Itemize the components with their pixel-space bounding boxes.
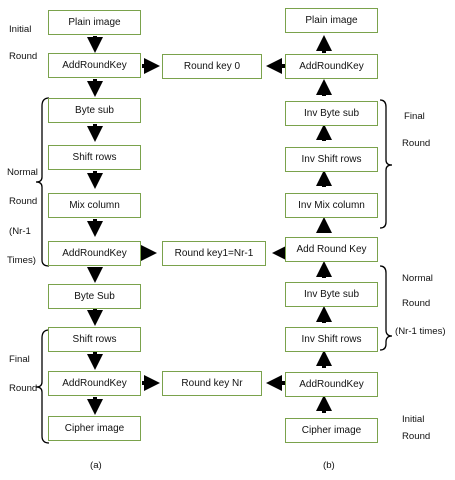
left-times-label: Times) bbox=[7, 255, 36, 266]
right-add-round-key-box: Add Round Key bbox=[285, 237, 378, 262]
right-nr-times-label: (Nr-1 times) bbox=[395, 326, 446, 337]
right-addroundkey-box: AddRoundKey bbox=[285, 372, 378, 397]
left-shift-rows-box: Shift rows bbox=[48, 145, 141, 170]
left-shift-rows-box: Shift rows bbox=[48, 327, 141, 352]
caption-a: (a) bbox=[90, 460, 102, 471]
left-final-round-label: Round bbox=[9, 383, 38, 394]
right-inv-byte-sub-box: Inv Byte sub bbox=[285, 101, 378, 126]
right-inv-byte-sub-box: Inv Byte sub bbox=[285, 282, 378, 307]
right-normal-label: Normal bbox=[402, 273, 433, 284]
left-byte-sub-box: Byte Sub bbox=[48, 284, 141, 309]
caption-b: (b) bbox=[323, 460, 335, 471]
right-normal-round-label: Round bbox=[402, 298, 431, 309]
left-normal-round-label: Round bbox=[9, 196, 38, 207]
left-normal-brace bbox=[35, 97, 50, 267]
right-addroundkey-box: AddRoundKey bbox=[285, 54, 378, 79]
round-key-0-box: Round key 0 bbox=[162, 54, 262, 79]
left-addroundkey-box: AddRoundKey bbox=[48, 241, 141, 266]
right-cipher-image-box: Cipher image bbox=[285, 418, 378, 443]
right-normal-brace bbox=[379, 265, 393, 351]
left-mix-column-box: Mix column bbox=[48, 193, 141, 218]
left-cipher-image-box: Cipher image bbox=[48, 416, 141, 441]
left-final-brace bbox=[35, 329, 50, 444]
left-final-label: Final bbox=[9, 354, 30, 365]
right-plain-image-box: Plain image bbox=[285, 8, 378, 33]
round-key-mid-box: Round key1=Nr-1 bbox=[162, 241, 266, 266]
left-addroundkey-box: AddRoundKey bbox=[48, 53, 141, 78]
right-inv-mix-column-box: Inv Mix column bbox=[285, 193, 378, 218]
right-initial-round-label: Round bbox=[402, 431, 431, 442]
left-nr-label: (Nr-1 bbox=[9, 226, 31, 237]
right-inv-shift-rows-box: Inv Shift rows bbox=[285, 327, 378, 352]
right-initial-label: Initial bbox=[402, 414, 425, 425]
right-final-round-label: Round bbox=[402, 138, 431, 149]
right-final-brace bbox=[379, 99, 393, 229]
left-addroundkey-box: AddRoundKey bbox=[48, 371, 141, 396]
round-key-nr-box: Round key Nr bbox=[162, 371, 262, 396]
left-normal-label: Normal bbox=[7, 167, 38, 178]
right-inv-shift-rows-box: Inv Shift rows bbox=[285, 147, 378, 172]
right-final-label: Final bbox=[404, 111, 425, 122]
left-initial-label: Initial bbox=[9, 24, 32, 35]
left-byte-sub-box: Byte sub bbox=[48, 98, 141, 123]
left-plain-image-box: Plain image bbox=[48, 10, 141, 35]
left-initial-round-label: Round bbox=[9, 51, 38, 62]
